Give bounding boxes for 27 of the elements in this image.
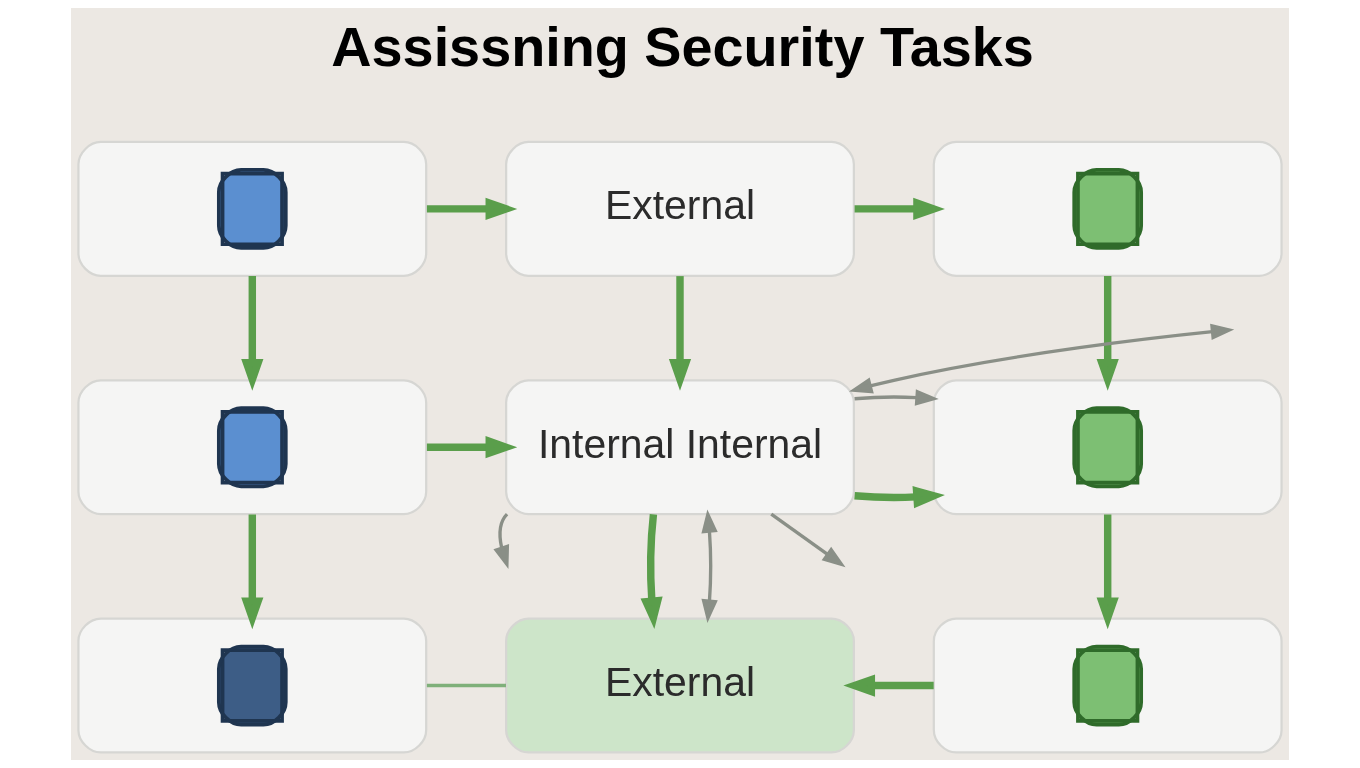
arrow xyxy=(849,323,1235,394)
arrow xyxy=(241,514,264,630)
arrow xyxy=(640,514,663,630)
node-picture xyxy=(932,379,1283,516)
arrow xyxy=(843,674,934,697)
arrow xyxy=(770,512,846,568)
node-picture xyxy=(932,140,1283,277)
node-picture xyxy=(77,140,428,277)
arrow xyxy=(241,276,264,391)
arrow xyxy=(426,197,518,220)
node-picture xyxy=(932,617,1283,754)
arrow xyxy=(1096,514,1119,630)
connector xyxy=(426,683,506,688)
node-box: External xyxy=(505,140,855,277)
diagram-title: Assissning Security Tasks xyxy=(331,15,1034,78)
arrow xyxy=(701,509,718,623)
arrow xyxy=(854,197,945,220)
node-box: Internal Internal xyxy=(505,379,855,516)
arrow xyxy=(493,513,510,569)
arrow xyxy=(1096,276,1119,391)
node-picture xyxy=(77,617,428,754)
node-box: External xyxy=(505,617,855,754)
node-picture xyxy=(77,379,428,516)
arrow xyxy=(668,276,692,391)
arrow xyxy=(854,389,939,406)
arrow xyxy=(426,436,518,459)
arrow xyxy=(854,486,945,509)
